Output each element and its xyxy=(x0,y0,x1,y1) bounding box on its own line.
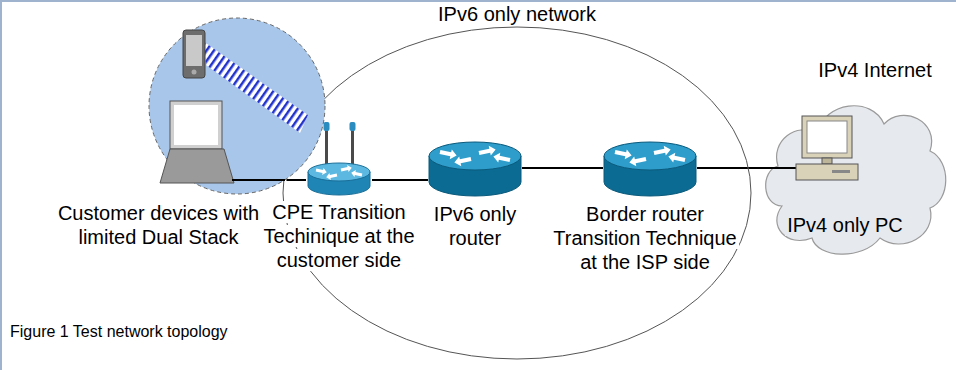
arrow-mark xyxy=(653,145,672,158)
router-icon xyxy=(603,140,697,198)
ipv4-internet: IPv4 InternetIPv4 only PC xyxy=(762,86,948,262)
laptop-base xyxy=(160,149,234,183)
antenna-tip xyxy=(350,122,356,131)
customer-area: Customer devices with limited Dual Stack xyxy=(148,17,326,195)
cpe-arrows xyxy=(315,164,362,180)
arrow-mark xyxy=(351,169,363,178)
arrow-mark xyxy=(439,147,458,160)
node-sublabel: IPv4 only PC xyxy=(785,214,905,236)
node-label: IPv6 only router xyxy=(432,203,518,249)
arrow-mark xyxy=(667,152,686,165)
cpe-router-icon xyxy=(306,120,372,198)
laptop-cable xyxy=(232,179,285,181)
arrow-mark xyxy=(326,172,338,181)
network-link xyxy=(522,167,603,169)
router-arrows xyxy=(614,145,686,168)
text-slot: Customer devices with limited Dual Stack xyxy=(51,201,266,249)
phone-screen xyxy=(186,35,202,66)
network-link xyxy=(697,167,762,169)
arrow-mark xyxy=(340,164,352,173)
cpe-top xyxy=(308,163,370,181)
pc-cable xyxy=(762,167,796,169)
phone-body xyxy=(183,30,205,78)
text-slot: IPv4 Internet xyxy=(800,58,950,82)
text-slot: IPv6 only router xyxy=(425,202,525,250)
arrow-mark xyxy=(492,152,511,165)
antenna xyxy=(325,128,328,168)
border-router: Border router Transition Technique at th… xyxy=(603,140,697,198)
phone-button xyxy=(192,70,197,75)
router-top xyxy=(429,142,521,170)
text-slot: IPv6 only network xyxy=(282,2,752,26)
cpe-router: CPE Transition Techinique at the custome… xyxy=(306,120,372,198)
monitor-stand xyxy=(822,158,832,164)
node-label: Border router Transition Technique at th… xyxy=(551,203,738,273)
router-icon xyxy=(428,140,522,198)
ipv6-router: IPv6 only router xyxy=(428,140,522,198)
figure-caption: Figure 1 Test network topology xyxy=(8,323,230,340)
router-top xyxy=(604,142,696,170)
antenna-tip xyxy=(324,122,330,131)
monitor-screen xyxy=(807,121,847,153)
text-slot: CPE Transition Techinique at the custome… xyxy=(259,200,419,272)
caption-slot: Figure 1 Test network topology xyxy=(8,322,230,342)
arrow-mark xyxy=(478,145,497,158)
arrow-mark xyxy=(315,167,327,176)
pc-desktop-case xyxy=(796,164,858,180)
network-link xyxy=(372,179,428,181)
laptop-screen-frame xyxy=(170,101,222,149)
monitor-frame xyxy=(802,116,852,158)
node-label: CPE Transition Techinique at the custome… xyxy=(261,201,416,271)
antenna xyxy=(351,128,354,168)
ellipse-outline xyxy=(283,27,751,359)
customer-area xyxy=(148,17,326,195)
cloud-outline xyxy=(766,106,946,254)
arrow-mark xyxy=(628,154,647,167)
node-label: Customer devices with limited Dual Stack xyxy=(56,202,261,248)
customer-circle xyxy=(149,18,325,194)
node-label: IPv4 Internet xyxy=(816,59,933,81)
network-link xyxy=(286,179,306,181)
text-slot: Border router Transition Technique at th… xyxy=(545,202,745,274)
router-arrows xyxy=(439,145,511,168)
pc-drive-slot xyxy=(832,170,850,173)
arrow-mark xyxy=(614,147,633,160)
text-slot: IPv4 only PC xyxy=(775,213,915,237)
arrow-mark xyxy=(453,154,472,167)
laptop-screen xyxy=(174,105,218,145)
node-label: IPv6 only network xyxy=(436,3,598,25)
